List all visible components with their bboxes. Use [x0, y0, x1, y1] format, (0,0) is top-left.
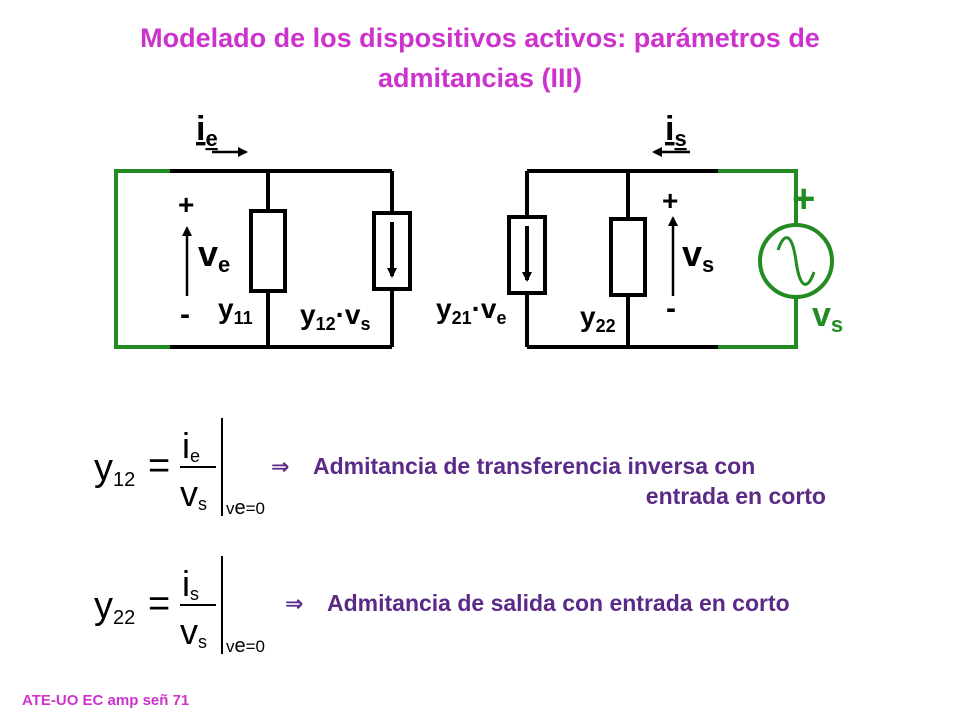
title-line-2: admitancias (III) [377, 63, 583, 93]
vs-plus-sign: + [662, 185, 678, 216]
sine-wave-icon [776, 236, 816, 286]
eq2-explanation: Admitancia de salida con entrada en cort… [327, 590, 790, 616]
ve-label: ve [198, 233, 230, 277]
eq1-denominator: vs [180, 473, 207, 514]
input-short-wire [114, 169, 170, 349]
eq1-numerator: ie [182, 425, 200, 466]
eq2-lhs: y22 [94, 585, 135, 629]
slide-footer: ATE-UO EC amp señ 71 [22, 692, 190, 709]
eq2-implies-arrow: ⇒ [285, 591, 303, 616]
circuit-wires [170, 169, 718, 349]
eq2-numerator: is [182, 563, 199, 604]
source-vs-label: vs [812, 296, 843, 337]
eq1-explanation-line2: entrada en corto [646, 483, 826, 509]
eq1-condition: ve=0 [226, 497, 265, 519]
ve-minus-sign: - [180, 298, 190, 331]
is-label: is [665, 110, 687, 151]
eq1-explanation-line1: Admitancia de transferencia inversa con [313, 453, 755, 479]
green-wires [114, 169, 798, 349]
equation-y12: y12 = ie vs ve=0 ⇒ Admitancia de transfe… [94, 418, 826, 519]
y11-admittance [249, 209, 287, 293]
y12vs-label: y12·vs [300, 299, 371, 334]
y11-label: y11 [218, 293, 253, 328]
vs-label: vs [682, 233, 714, 277]
title-line-1: Modelado de los dispositivos activos: pa… [140, 23, 820, 53]
y22-label: y22 [580, 301, 616, 336]
source-wire [718, 169, 798, 226]
vs-minus-sign: - [666, 292, 676, 325]
y22-admittance [609, 217, 647, 297]
source-plus-sign: + [792, 177, 815, 221]
eq1-lhs: y12 [94, 447, 135, 491]
eq2-condition: ve=0 [226, 635, 265, 657]
eq1-implies-arrow: ⇒ [271, 454, 289, 479]
ve-plus-sign: + [178, 189, 194, 220]
eq2-denominator: vs [180, 611, 207, 652]
slide-title: Modelado de los dispositivos activos: pa… [40, 18, 920, 98]
equation-y22: y22 = is vs ve=0 ⇒ Admitancia de salida … [94, 556, 790, 657]
ie-label: ie [196, 110, 218, 151]
eq1-equals: = [148, 445, 170, 487]
y21ve-label: y21·ve [436, 293, 507, 328]
eq2-equals: = [148, 583, 170, 625]
